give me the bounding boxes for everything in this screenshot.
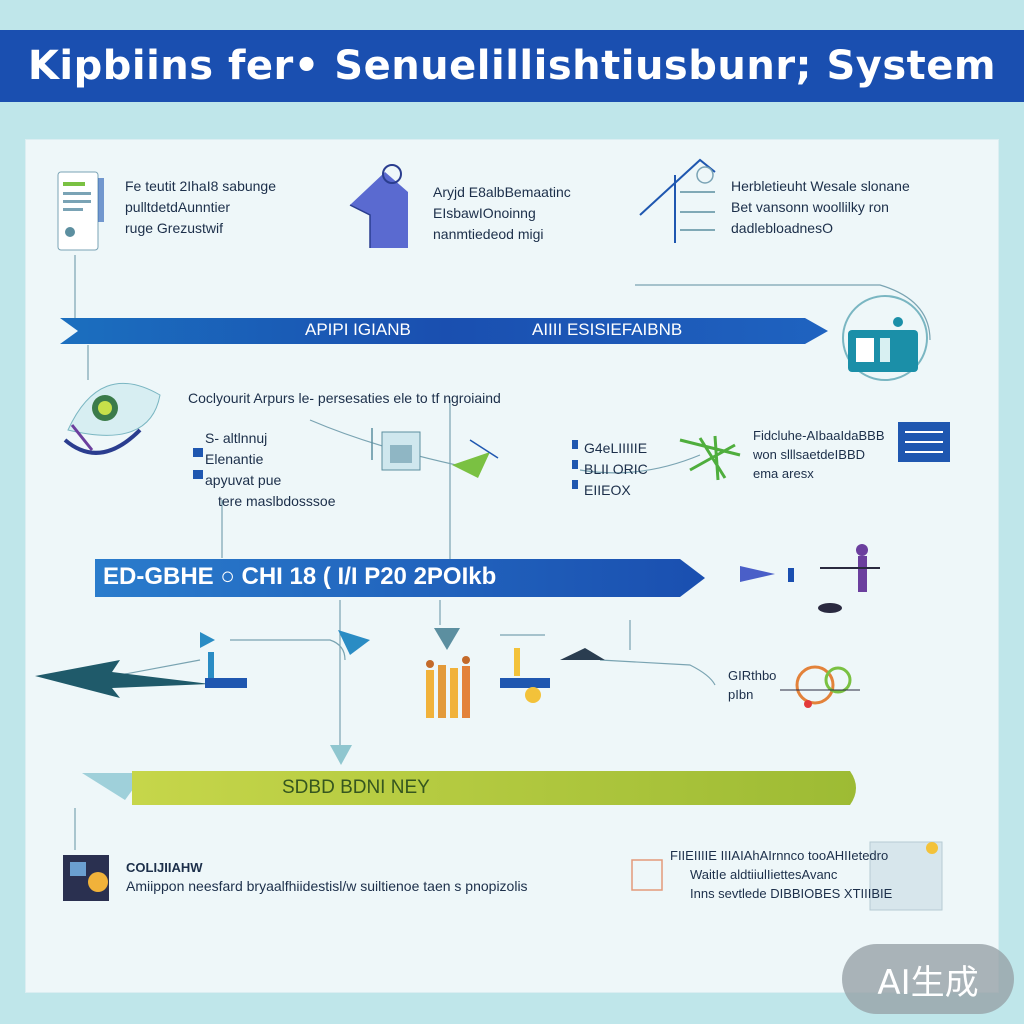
middle-banner xyxy=(95,559,794,597)
panel-icon xyxy=(898,422,950,462)
middle-left-list: S- altlnnuj Elenantie apyuvat pue tere m… xyxy=(205,428,336,512)
middle-description: Coclyourit Arpurs le- persesaties ele to… xyxy=(188,390,501,406)
middle-right-list: Fidcluhe-AIbaaIdaBBB won slllsaetdeIBBD … xyxy=(753,426,885,483)
target-icon xyxy=(63,382,161,455)
middle-center-list-item: G4eLIIIIIE xyxy=(584,440,648,456)
middle-left-list-item: Elenantie xyxy=(205,451,264,467)
connector-lines xyxy=(74,255,931,850)
middle-left-list-item: tere maslbdosssoe xyxy=(218,493,336,509)
bottom-left-text: Amiippon neesfard bryaalfhiidestisl/w su… xyxy=(126,878,528,894)
book-icon xyxy=(63,855,109,901)
top-block-3: Herbletieuht Wesale slonane Bet vansonn … xyxy=(731,176,910,239)
page-title: Kipbiins fer• Senuelillishtiusbunr; Syst… xyxy=(27,43,997,89)
ai-generated-label: AI生成 xyxy=(877,962,979,1003)
machine-icon xyxy=(842,295,928,381)
ai-generated-badge: AI生成 xyxy=(842,944,1014,1014)
down-arrows xyxy=(200,628,605,765)
sdbd-banner xyxy=(82,771,856,805)
middle-left-list-item: S- altlnnuj xyxy=(205,430,268,446)
document-icon xyxy=(57,171,104,251)
top-block-3-line: Bet vansonn woollilky ron xyxy=(731,199,889,215)
top-block-2-line: nanmtiedeod migi xyxy=(433,226,544,242)
people-icon xyxy=(426,656,470,718)
sdbd-banner-label: SDBD BDNI NEY xyxy=(282,777,430,798)
title-band: Kipbiins fer• Senuelillishtiusbunr; Syst… xyxy=(0,30,1024,102)
middle-right-list-item: ema aresx xyxy=(753,466,814,481)
api-banner-left-label: APIPI IGIANB xyxy=(305,320,411,339)
arrow-icon xyxy=(452,439,499,478)
plant-icon xyxy=(679,435,741,481)
top-block-1-line: Fe teutit 2IhaI8 sabunge xyxy=(125,178,276,194)
figure-icon xyxy=(818,544,880,613)
lightbulb-icon xyxy=(514,648,541,703)
chart-icon xyxy=(639,158,716,243)
middle-center-list-item: BLII ORIC xyxy=(584,461,648,477)
lower-right-label-line: pIbn xyxy=(728,687,754,702)
device-icon xyxy=(371,428,421,471)
api-banner-right-label: AIIII ESISIEFAIBNB xyxy=(532,320,683,339)
bottom-right-text-line: Inns sevtlede DIBBIOBES XTIIIBIE xyxy=(690,886,893,901)
middle-center-list-item: EIIEOX xyxy=(584,482,631,498)
top-block-1: Fe teutit 2IhaI8 sabunge pulltdetdAunnti… xyxy=(125,176,276,239)
middle-banner-label: ED-GBHE ○ CHI 18 ( I/I P20 2POIkb xyxy=(103,563,497,590)
api-banner xyxy=(60,318,828,344)
top-block-1-line: ruge Grezustwif xyxy=(125,220,224,236)
bottom-right-text-line: FIIEIIIIE IIIAIAhAIrnnco tooAHIIetedro xyxy=(670,848,889,863)
network-icon xyxy=(780,665,860,708)
top-block-3-line: Herbletieuht Wesale slonane xyxy=(731,178,910,194)
middle-center-list: G4eLIIIIIE BLII ORIC EIIEOX xyxy=(584,438,648,501)
bar-cluster xyxy=(205,652,550,688)
bottom-right-text: FIIEIIIIE IIIAIAhAIrnnco tooAHIIetedro W… xyxy=(670,846,892,903)
top-block-1-line: pulltdetdAunntier xyxy=(125,199,231,215)
document-card-icon xyxy=(631,841,943,911)
middle-right-list-item: won slllsaetdeIBBD xyxy=(753,447,865,462)
top-block-2: Aryjd E8albBemaatinc EIsbawIOnoinng nanm… xyxy=(433,182,571,245)
large-left-arrow xyxy=(35,660,210,698)
bottom-right-text-line: WaitIe aldtiiulIiettesAvanc xyxy=(690,867,838,882)
lower-right-label: GIRthbo pIbn xyxy=(728,666,776,704)
top-block-2-line: Aryjd E8albBemaatinc xyxy=(433,184,571,200)
middle-right-list-item: Fidcluhe-AIbaaIdaBBB xyxy=(753,428,885,443)
lower-right-label-line: GIRthbo xyxy=(728,668,777,683)
middle-left-list-item: apyuvat pue xyxy=(205,472,282,488)
house-icon xyxy=(349,164,408,248)
top-block-2-line: EIsbawIOnoinng xyxy=(433,205,536,221)
top-block-3-line: dadlebloadnesO xyxy=(731,220,833,236)
bullet-markers xyxy=(193,440,578,489)
bottom-heading: COLIJIIAHW xyxy=(126,860,203,875)
